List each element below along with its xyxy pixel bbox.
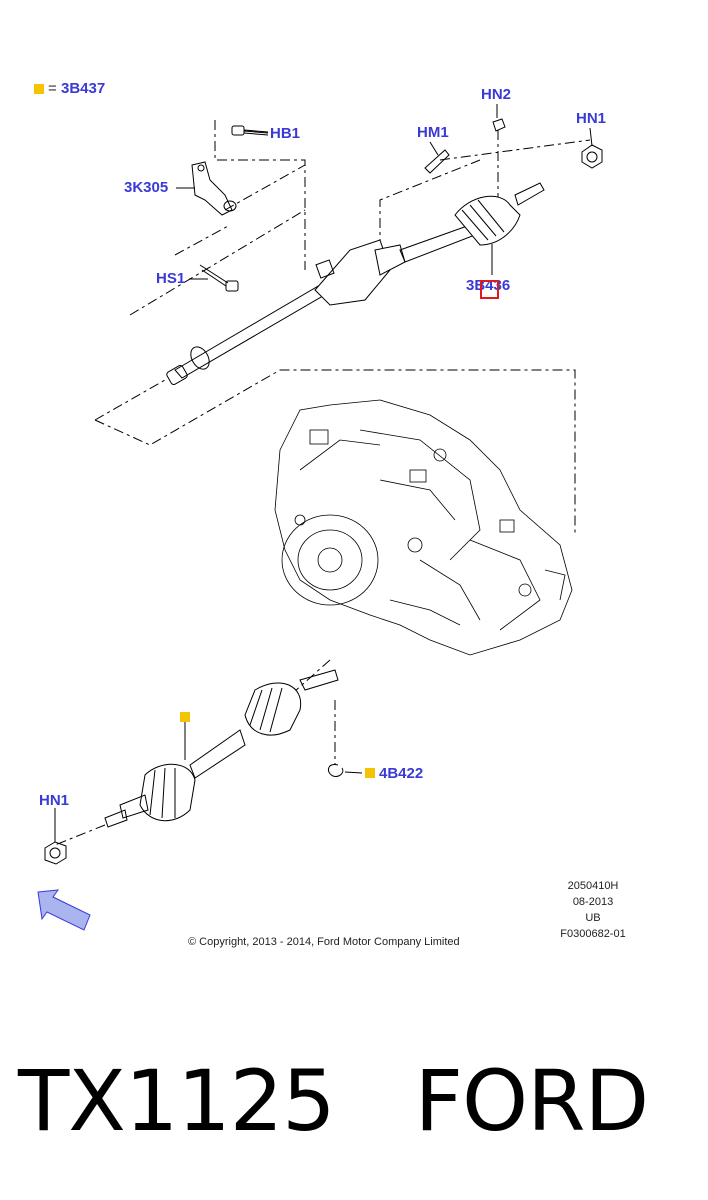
drawing-id: F0300682-01 [560, 928, 626, 940]
brand: FORD [414, 1052, 649, 1150]
caption: TX1125 FORD [18, 1052, 649, 1150]
left-halfshaft [104, 669, 339, 828]
right-halfshaft [166, 182, 545, 385]
drawing-region: UB [585, 912, 601, 924]
marker-left-shaft-icon [180, 712, 190, 722]
part-number: TX1125 [18, 1052, 336, 1150]
callout-3k305: 3K305 [124, 179, 169, 196]
copyright-notice: © Copyright, 2013 - 2014, Ford Motor Com… [188, 936, 460, 948]
bracket-3k305 [191, 161, 237, 216]
callout-hm1: HM1 [417, 124, 449, 141]
nut-hn2 [492, 118, 506, 132]
bolt-hb1 [231, 125, 269, 136]
direction-arrow-icon [37, 889, 91, 931]
drawing-number: 2050410H [567, 880, 619, 892]
marker-4b422-icon [365, 768, 375, 778]
circlip-4b422 [327, 763, 363, 777]
callout-hb1: HB1 [270, 125, 301, 142]
pin-hm1 [424, 149, 450, 174]
highlight-box [480, 280, 499, 299]
callout-hs1: HS1 [156, 270, 186, 287]
callout-hn1-top: HN1 [576, 110, 607, 127]
callout-hn1-bottom: HN1 [39, 792, 70, 809]
nut-hn1-bottom [44, 841, 67, 865]
callout-hn2: HN2 [481, 86, 512, 103]
legend-equals: = [48, 80, 57, 97]
exploded-parts-diagram [37, 104, 603, 931]
legend-code: 3B437 [61, 80, 106, 97]
drawing-date: 08-2013 [572, 896, 614, 908]
callout-4b422: 4B422 [379, 765, 424, 782]
bolt-hs1 [199, 264, 239, 292]
legend-marker-icon [34, 84, 44, 94]
drawing-info: 2050410H 08-2013 UB F0300682-01 [548, 878, 638, 942]
nut-hn1-top [581, 144, 603, 169]
transmission-housing [274, 399, 573, 656]
callout-3b436: 3B436 [466, 277, 511, 294]
